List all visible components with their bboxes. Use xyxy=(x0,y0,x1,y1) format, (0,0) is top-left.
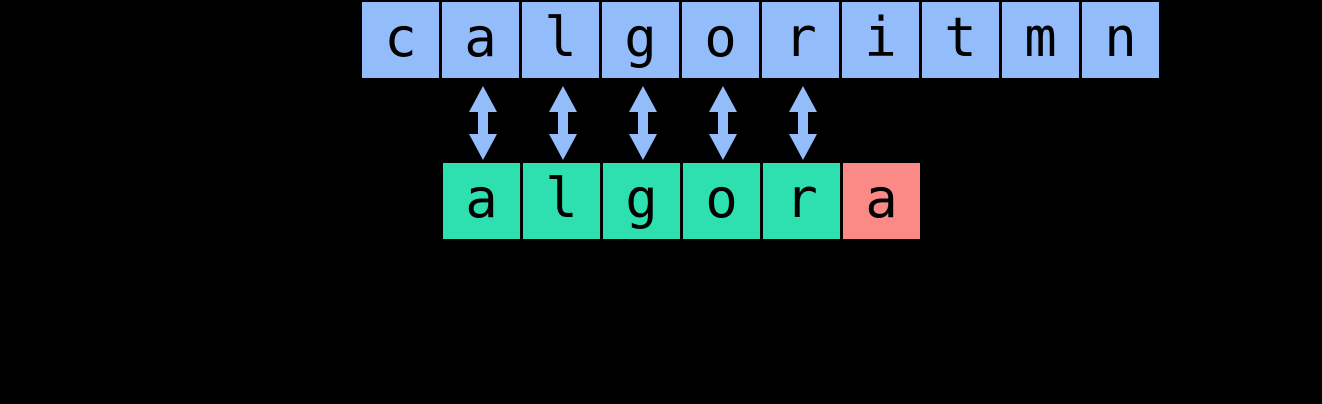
pattern-cell-match: r xyxy=(763,163,840,239)
text-cell-glyph: r xyxy=(784,6,817,69)
pattern-cell-match: o xyxy=(683,163,760,239)
text-cell: l xyxy=(522,2,599,78)
pattern-cell-glyph: o xyxy=(705,167,738,230)
pattern-cell-match: g xyxy=(603,163,680,239)
double-headed-arrow-icon xyxy=(549,86,577,160)
double-headed-arrow-icon xyxy=(709,86,737,160)
double-headed-arrow-icon xyxy=(469,86,497,160)
text-cell-glyph: n xyxy=(1104,6,1137,69)
text-cell: c xyxy=(362,2,439,78)
text-cell-glyph: t xyxy=(944,6,977,69)
text-cell-glyph: m xyxy=(1024,6,1057,69)
text-cell-glyph: c xyxy=(384,6,417,69)
text-cell: i xyxy=(842,2,919,78)
pattern-cell-glyph: g xyxy=(625,167,658,230)
text-cell: r xyxy=(762,2,839,78)
pattern-cell-glyph: r xyxy=(785,167,818,230)
text-string-row: c a l g o r i t m n xyxy=(362,2,1159,78)
pattern-cell-glyph: a xyxy=(465,167,498,230)
text-cell-glyph: a xyxy=(464,6,497,69)
text-cell-glyph: i xyxy=(864,6,897,69)
text-cell-glyph: o xyxy=(704,6,737,69)
text-cell: n xyxy=(1082,2,1159,78)
pattern-cell-glyph: l xyxy=(545,167,578,230)
pattern-cell-glyph: a xyxy=(865,167,898,230)
text-cell: m xyxy=(1002,2,1079,78)
pattern-string-row: a l g o r a xyxy=(443,163,920,239)
text-cell: t xyxy=(922,2,999,78)
double-headed-arrow-icon xyxy=(629,86,657,160)
text-cell: a xyxy=(442,2,519,78)
text-cell-glyph: l xyxy=(544,6,577,69)
text-cell: o xyxy=(682,2,759,78)
pattern-cell-mismatch: a xyxy=(843,163,920,239)
pattern-cell-match: a xyxy=(443,163,520,239)
pattern-cell-match: l xyxy=(523,163,600,239)
double-headed-arrow-icon xyxy=(789,86,817,160)
text-cell-glyph: g xyxy=(624,6,657,69)
text-cell: g xyxy=(602,2,679,78)
